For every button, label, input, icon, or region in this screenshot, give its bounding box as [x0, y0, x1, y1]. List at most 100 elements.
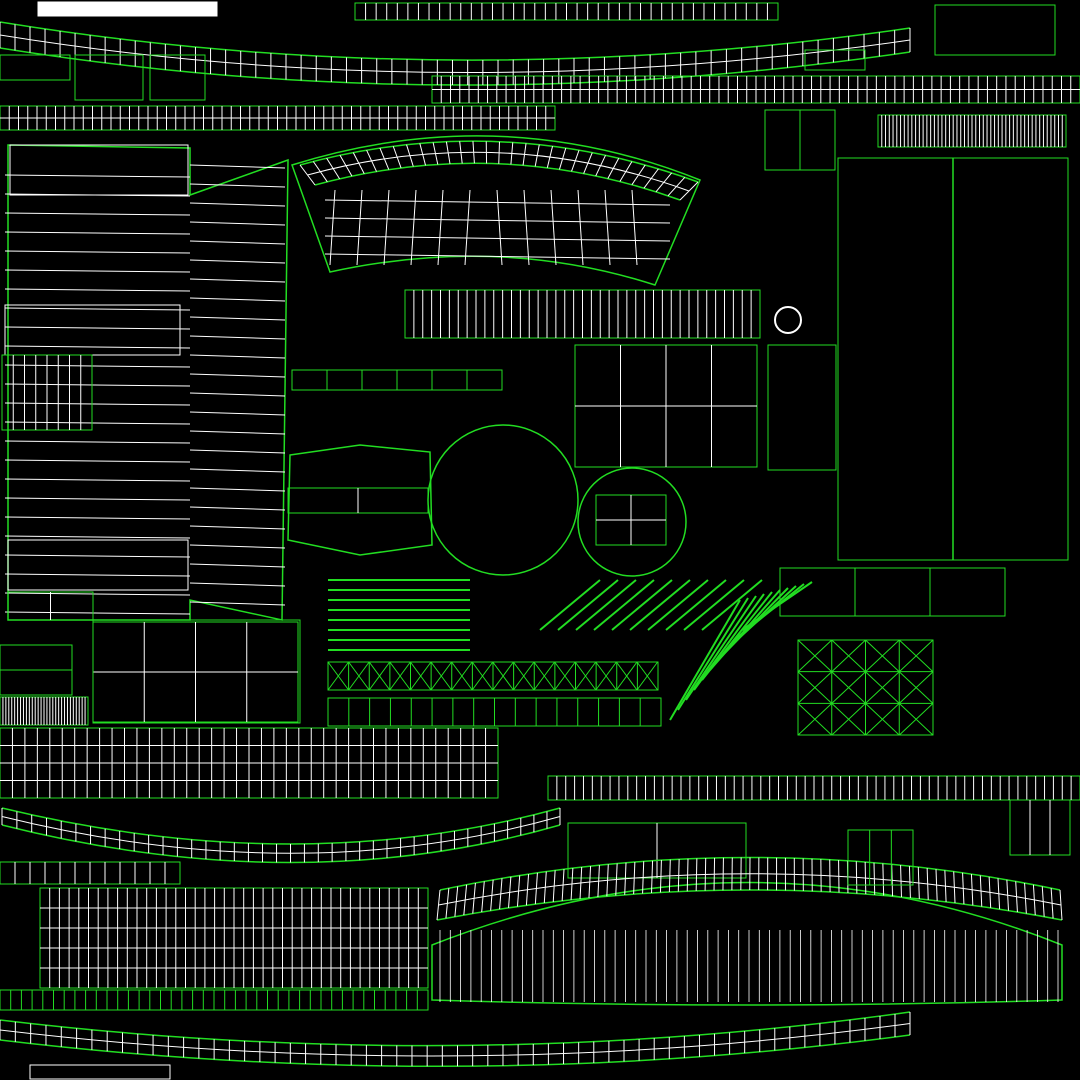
bottom-arc-rim-edge	[935, 869, 938, 901]
left-panel-edge	[189, 373, 286, 378]
bottom-arc-rim-edge	[552, 870, 556, 902]
truss-grid-brace	[865, 639, 900, 673]
bottom-arc-rim-edge	[686, 858, 689, 892]
top-right-cluster	[934, 4, 1056, 56]
top-right-tray	[804, 49, 866, 71]
bottom-right-grid	[1009, 799, 1071, 856]
left-panel-edge	[189, 259, 286, 264]
arch-fan-edge	[324, 199, 671, 206]
left-panel-edge	[189, 563, 286, 568]
bottom-arc-rim-edge	[864, 861, 867, 895]
diagonal-plank	[685, 595, 757, 701]
left-panel-edge	[189, 240, 286, 245]
arch-fan-edge	[324, 217, 671, 224]
bottom-arc-rim-edge	[713, 857, 716, 891]
bottom-arc-rim-edge	[677, 859, 680, 892]
arch-fan-rim-edge	[379, 147, 390, 170]
truss-brace	[368, 661, 391, 691]
left-panel-edge	[189, 297, 286, 302]
bottom-arc-rim-edge	[534, 872, 538, 905]
arch-fan-rim-edge	[583, 152, 593, 174]
left-panel-edge	[189, 506, 286, 511]
arch-fan-rim-edge	[558, 147, 567, 170]
left-panel-edge	[189, 335, 286, 340]
truss-grid-brace	[898, 639, 934, 673]
left-panel-edge	[189, 411, 286, 416]
truss-grid-brace	[898, 671, 934, 704]
truss-grid-brace	[831, 671, 866, 704]
bottom-arc-rim-edge	[1059, 889, 1063, 921]
bottom-arc-rim-edge	[926, 868, 929, 900]
arch-fan-edge	[324, 235, 671, 242]
left-panel-edge	[189, 164, 286, 169]
bottom-arc-rim-edge	[944, 870, 947, 902]
left-panel-edge	[4, 554, 191, 558]
arch-fan-rim-edge	[498, 141, 500, 164]
bottom-arc-rim-edge	[917, 867, 920, 899]
truss-grid-brace	[797, 671, 833, 704]
left-panel-edge	[4, 592, 191, 596]
bottom-arc-rim-edge	[997, 878, 1001, 910]
truss-grid-brace	[898, 703, 934, 736]
diagonal-plank	[701, 579, 763, 631]
truss-brace	[451, 661, 473, 691]
arch-fan-rim-edge	[445, 141, 451, 164]
arch-fan-rim-edge	[366, 149, 377, 172]
bottom-arc-rim-edge	[508, 876, 512, 908]
arch-fan-rim-edge	[619, 161, 633, 182]
bottom-arc-rim-edge	[579, 867, 583, 899]
diagonal-plank	[539, 579, 601, 631]
left-panel-edge	[189, 354, 286, 359]
arch-fan-rim-edge	[655, 172, 672, 193]
left-panel-edge	[4, 611, 191, 615]
top-left-box-2	[149, 54, 206, 101]
bottom-arc-rim-edge	[463, 884, 468, 916]
bottom-arc-rim-edge	[855, 861, 858, 894]
bottom-arc-rim-edge	[1024, 882, 1027, 914]
arch-fan-rim-edge	[299, 164, 316, 186]
left-panel-edge	[189, 278, 286, 283]
bottom-arc-rim-edge	[695, 858, 698, 891]
truss-brace	[327, 661, 350, 691]
arch-fan-edge	[329, 189, 336, 266]
arch-fan-rim-edge	[595, 155, 606, 177]
left-panel-edge	[4, 307, 191, 311]
diagonal-plank	[669, 599, 741, 721]
arch-fan-rim-edge	[510, 142, 514, 165]
truss-grid-brace	[865, 671, 900, 704]
left-panel-edge	[189, 430, 286, 435]
arch-fan-edge	[577, 189, 584, 266]
bottom-arc-rim-edge	[900, 865, 902, 898]
bottom-arc-rim-edge	[953, 871, 956, 903]
left-bottom-slot	[7, 539, 189, 591]
left-panel-edge	[4, 326, 191, 330]
bottom-arc-rim-edge	[481, 881, 485, 913]
arch-fan-rim-edge	[326, 157, 341, 180]
bottom-arc-rim-edge	[570, 868, 574, 900]
truss-brace	[492, 661, 514, 691]
diagonal-plank	[741, 581, 813, 631]
arch-fan-rim-edge	[406, 144, 414, 167]
left-panel-edge	[4, 459, 191, 463]
bottom-arc-rim-edge	[525, 874, 530, 906]
arch-fan-rim-edge	[571, 150, 580, 172]
truss-brace	[533, 661, 556, 691]
bottom-arc-rim-edge	[1050, 888, 1054, 919]
arch-fan-edge	[631, 189, 638, 266]
left-panel-edge	[189, 183, 286, 188]
arch-fan-rim-edge	[459, 141, 463, 164]
left-panel-edge	[189, 487, 286, 492]
bottom-arc-rim-edge	[1006, 879, 1010, 911]
arch-fan-rim-edge	[607, 158, 620, 179]
bottom-right-box	[847, 829, 914, 886]
truss-grid-brace	[797, 639, 833, 673]
left-top-slot	[9, 144, 189, 196]
top-left-box	[74, 54, 144, 101]
truss-brace	[430, 661, 453, 691]
diagonal-plank	[665, 579, 727, 631]
bottom-arc-rim-edge	[891, 864, 894, 897]
left-panel-edge	[4, 516, 191, 520]
bottom-arc-rim-edge	[704, 858, 707, 891]
arch-fan-edge	[383, 189, 390, 266]
